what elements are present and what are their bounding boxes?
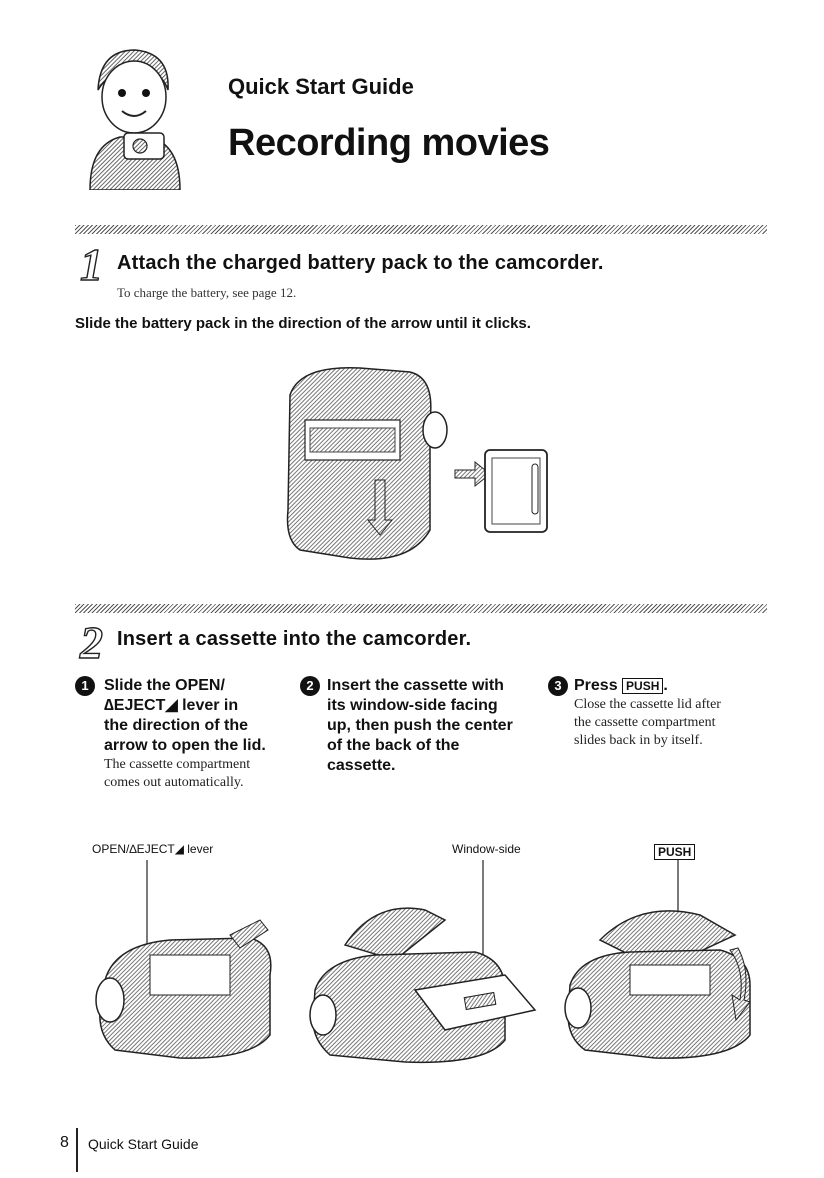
step-2-col-1: Slide the OPEN/ ∆EJECT◢ lever in the dir… [104, 676, 294, 792]
col-3-title: Press PUSH. [574, 676, 774, 696]
page-title: Recording movies [228, 122, 550, 164]
col-2-title-line: Insert the cassette with [327, 677, 504, 694]
col-2-title-line: up, then push the center [327, 717, 513, 734]
cassette-close-illustration [560, 860, 760, 1070]
footer-section: Quick Start Guide [88, 1136, 199, 1152]
col-2-title-line: cassette. [327, 757, 396, 774]
battery-camcorder-illustration [280, 360, 570, 570]
window-side-label: Window-side [452, 842, 521, 856]
col-2-title-line: its window-side facing [327, 697, 498, 714]
footer-divider [76, 1128, 78, 1172]
push-button-label: PUSH [622, 677, 664, 694]
step-2-col-3: Press PUSH. Close the cassette lid after… [574, 676, 774, 750]
col-1-body-line: The cassette compartment [104, 757, 251, 772]
step-1-number: 1 [79, 239, 103, 290]
col-2-title-line: of the back of the [327, 737, 460, 754]
step-1-instruction: Slide the battery pack in the direction … [75, 315, 531, 332]
step-2-number: 2 [79, 617, 103, 668]
col-3-title-suffix: . [663, 677, 668, 694]
lever-label: OPEN/∆EJECT◢ lever [92, 842, 214, 856]
col-1-title-line: the direction of the [104, 717, 248, 734]
col-3-title-prefix: Press [574, 677, 618, 694]
header-kicker: Quick Start Guide [228, 74, 414, 99]
step-1-note: To charge the battery, see page 12. [117, 285, 297, 300]
step-2-bullet-1: 1 [75, 676, 95, 696]
mascot-illustration [80, 45, 200, 191]
col-1-body-line: comes out automatically. [104, 775, 244, 790]
section-divider-2 [75, 604, 767, 613]
col-1-title-line: Slide the OPEN/ [104, 677, 225, 694]
col-3-body-line: Close the cassette lid after [574, 697, 721, 712]
step-2-bullet-3: 3 [548, 676, 568, 696]
col-1-title-line: ∆EJECT◢ lever in [104, 697, 239, 714]
step-2-col-2: Insert the cassette with its window-side… [327, 676, 542, 776]
footer-page-number: 8 [60, 1134, 69, 1151]
push-label: PUSH [654, 844, 696, 860]
col-3-body-line: the cassette compartment [574, 715, 716, 730]
cassette-insert-illustration [305, 860, 545, 1070]
section-divider-1 [75, 225, 767, 234]
col-1-title-line: arrow to open the lid. [104, 737, 266, 754]
cassette-open-illustration [90, 860, 290, 1070]
col-3-body-line: slides back in by itself. [574, 733, 703, 748]
step-2-bullet-2: 2 [300, 676, 320, 696]
step-1-title: Attach the charged battery pack to the c… [117, 252, 604, 274]
step-2-title: Insert a cassette into the camcorder. [117, 628, 472, 650]
